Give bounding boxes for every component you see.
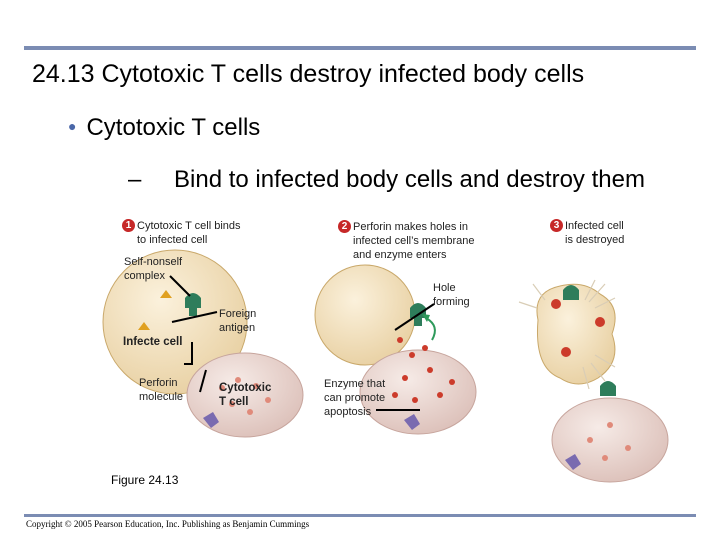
infected-cell-2	[314, 264, 416, 366]
receptor-1	[185, 293, 201, 316]
label-infected-cell: Infecte cell	[123, 336, 183, 348]
perforin-granules-1	[219, 377, 271, 415]
arrowhead-icon	[422, 314, 430, 322]
step-3-text: Infected cell is destroyed	[565, 219, 624, 247]
membrane-debris	[518, 279, 616, 390]
cytotoxic-t-cell-3	[551, 397, 669, 483]
enzyme-particles-3	[551, 299, 605, 357]
sub-bullet-item: – Bind to infected body cells and destroy…	[128, 166, 645, 194]
hole-forming-arrow	[425, 317, 436, 341]
label-foreign-antigen-line-1: Foreign	[219, 308, 257, 320]
copyright-notice: Copyright © 2005 Pearson Education, Inc.…	[26, 519, 310, 529]
label-cytotoxic-line-2: T cell	[219, 396, 249, 408]
mhc-marker-3	[565, 454, 581, 470]
cytotoxic-t-cell-1	[186, 352, 304, 438]
perforin-granules-3	[587, 422, 631, 461]
mhc-marker-2	[404, 414, 420, 430]
sub-bullet-text: Bind to infected body cells and destroy …	[174, 166, 645, 193]
step-1-line-1: Cytotoxic T cell binds	[137, 220, 241, 232]
antigen-marker-1	[138, 322, 150, 330]
label-perforin-line-1: Perforin	[139, 377, 178, 389]
antigen-marker-2	[160, 290, 172, 298]
bullet-item: ● Cytotoxic T cells	[68, 114, 260, 142]
label-cytotoxic-t-cell: Cytotoxic T cell	[219, 381, 271, 409]
top-rule	[24, 46, 696, 50]
label-self-nonself-line-2: complex	[124, 270, 165, 282]
label-self-nonself-line-1: Self-nonself	[124, 256, 183, 268]
figure-caption: Figure 24.13	[111, 473, 179, 487]
step-1-number: 1	[122, 219, 135, 232]
destroyed-cell	[536, 283, 616, 385]
mhc-marker-1	[203, 412, 219, 428]
receptor-3	[563, 285, 616, 396]
label-self-nonself: Self-nonself complex	[124, 255, 182, 283]
slide-title: 24.13 Cytotoxic T cells destroy infected…	[32, 60, 585, 88]
label-hole-forming-line-2: forming	[433, 296, 470, 308]
step-2-line-1: Perforin makes holes in	[353, 221, 468, 233]
label-foreign-antigen: Foreign antigen	[219, 307, 256, 335]
label-hole-forming-line-1: Hole	[433, 282, 456, 294]
sub-bullet-dash: –	[128, 166, 142, 193]
label-enzyme-line-1: Enzyme that	[324, 378, 386, 390]
enzyme-particles-2	[392, 337, 455, 403]
leader-lines	[169, 275, 435, 411]
label-perforin-line-2: molecule	[139, 391, 184, 403]
step-2-line-3: and enzyme enters	[353, 249, 447, 261]
step-2-text: Perforin makes holes in infected cell’s m…	[353, 220, 474, 262]
label-enzyme-line-3: apoptosis	[324, 406, 372, 418]
bullet-text: Cytotoxic T cells	[86, 114, 261, 141]
label-enzyme-line-2: can promote	[324, 392, 386, 404]
cytotoxic-t-cell-2	[359, 349, 477, 435]
step-1-line-2: to infected cell	[137, 234, 208, 246]
bottom-rule	[24, 514, 696, 517]
label-perforin: Perforin molecule	[139, 376, 183, 404]
step-3-number: 3	[550, 219, 563, 232]
step-3-line-2: is destroyed	[565, 234, 625, 246]
step-3-line-1: Infected cell	[565, 220, 624, 232]
label-enzyme: Enzyme that can promote apoptosis	[324, 377, 385, 419]
label-foreign-antigen-line-2: antigen	[219, 322, 256, 334]
bullet-dot-icon: ●	[68, 118, 77, 134]
label-cytotoxic-line-1: Cytotoxic	[219, 382, 272, 394]
receptor-2	[410, 303, 426, 326]
step-1-text: Cytotoxic T cell binds to infected cell	[137, 219, 241, 247]
step-2-number: 2	[338, 220, 351, 233]
label-hole-forming: Hole forming	[433, 281, 470, 309]
step-2-line-2: infected cell’s membrane	[353, 235, 475, 247]
